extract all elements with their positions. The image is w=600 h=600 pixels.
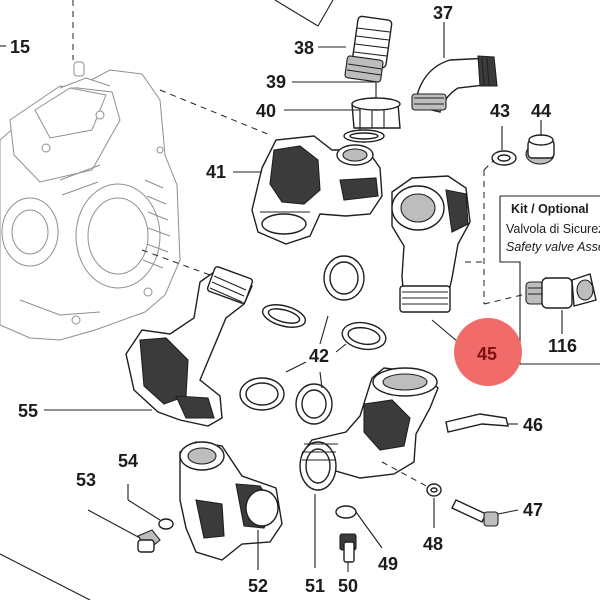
- pump-housing-part-15: [0, 0, 271, 341]
- callout-15: 15: [10, 37, 30, 57]
- callout-51: 51: [305, 576, 325, 596]
- manifold-part-41: [233, 135, 383, 245]
- callout-55: 55: [18, 401, 38, 421]
- highlight-circle-45: [454, 318, 522, 386]
- plug-part-53: [87, 509, 161, 553]
- kit-box-line-it: Valvola di Sicurezza: [506, 222, 600, 236]
- callout-39: 39: [266, 72, 286, 92]
- kit-box-line-en: Safety valve Assembly: [506, 240, 600, 254]
- plug-part-44: [525, 120, 555, 165]
- elbow-body-part-45: [391, 175, 471, 353]
- washer-part-43: [491, 126, 517, 166]
- kit-box-title: Kit / Optional: [511, 202, 589, 216]
- callout-38: 38: [294, 38, 314, 58]
- dashed-leaders-45: [465, 159, 527, 305]
- o-rings-part-42: [239, 255, 387, 425]
- callout-43: 43: [490, 101, 510, 121]
- bolt-part-47: [451, 499, 519, 527]
- safety-valve-part-116: [525, 273, 597, 334]
- callout-45: 45: [477, 344, 497, 364]
- washer-part-48: [426, 483, 442, 528]
- callout-49: 49: [378, 554, 398, 574]
- plug-part-50: [339, 533, 357, 572]
- manifold-part-51: [299, 367, 439, 568]
- top-diagonal-line: [274, 0, 319, 27]
- callout-44: 44: [531, 101, 551, 121]
- callout-40: 40: [256, 101, 276, 121]
- nut-part-39: [292, 81, 401, 129]
- kit-box-frame: [499, 195, 600, 365]
- bottom-left-line: [0, 553, 91, 600]
- callout-47: 47: [523, 500, 543, 520]
- body-part-52: [179, 441, 283, 570]
- callout-116: 116: [548, 336, 577, 356]
- callout-54: 54: [118, 451, 138, 471]
- left-manifold-part-55: [44, 266, 254, 427]
- callout-37: 37: [433, 3, 453, 23]
- o-ring-part-54: [127, 484, 174, 530]
- callout-53: 53: [76, 470, 96, 490]
- washer-part-49: [335, 505, 383, 549]
- hook-part-46: [445, 413, 518, 433]
- callout-46: 46: [523, 415, 543, 435]
- o-ring-part-40: [284, 109, 385, 143]
- hose-nipple-part-38: [318, 15, 393, 83]
- callout-41: 41: [206, 162, 226, 182]
- callout-50: 50: [338, 576, 358, 596]
- elbow-hose-part-37: [411, 22, 498, 113]
- callout-48: 48: [423, 534, 443, 554]
- callout-42: 42: [309, 346, 329, 366]
- callout-52: 52: [248, 576, 268, 596]
